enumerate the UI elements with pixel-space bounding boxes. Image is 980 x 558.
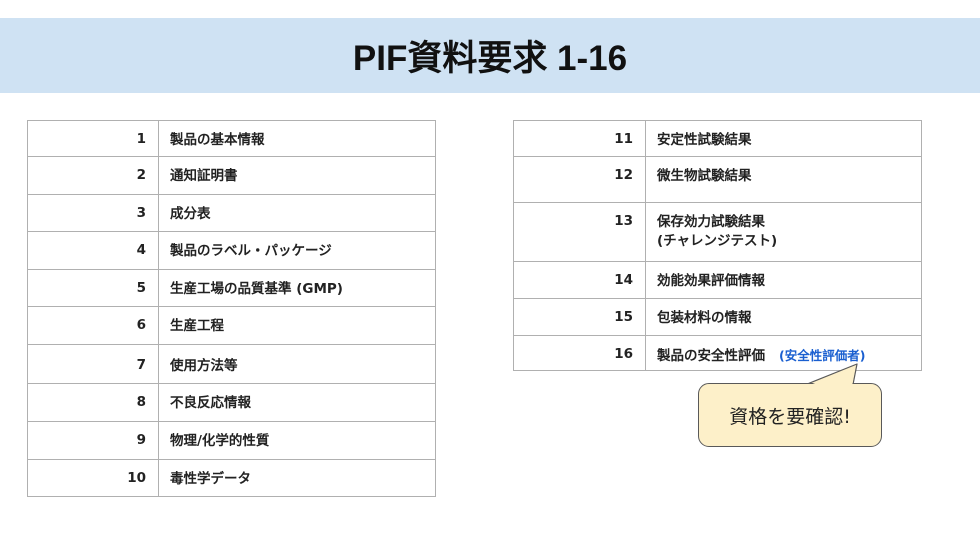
item-number: 12 xyxy=(513,156,646,203)
table-row: 1 製品の基本情報 xyxy=(27,120,436,157)
item-label: 微生物試験結果 xyxy=(645,156,922,203)
item-label-with-note: 製品の安全性評価 (安全性評価者) xyxy=(645,335,922,371)
item-label: 製品の安全性評価 xyxy=(657,348,765,364)
table-row: 12 微生物試験結果 xyxy=(513,156,922,203)
item-label: 生産工場の品質基準 (GMP) xyxy=(158,269,436,307)
table-row: 5 生産工場の品質基準 (GMP) xyxy=(27,269,436,307)
item-label: 不良反応情報 xyxy=(158,383,436,422)
title-banner: PIF資料要求 1-16 xyxy=(0,18,980,93)
item-label: 効能効果評価情報 xyxy=(645,261,922,299)
page-title: PIF資料要求 1-16 xyxy=(352,39,628,78)
table-row: 13 保存効力試験結果 (チャレンジテスト) xyxy=(513,202,922,262)
item-number: 10 xyxy=(27,459,159,497)
item-label: 生産工程 xyxy=(158,306,436,345)
item-label: 安定性試験結果 xyxy=(645,120,922,157)
item-label: 製品のラベル・パッケージ xyxy=(158,231,436,270)
item-label: 使用方法等 xyxy=(158,344,436,384)
table-row: 14 効能効果評価情報 xyxy=(513,261,922,299)
item-label: 通知証明書 xyxy=(158,156,436,195)
table-row: 10 毒性学データ xyxy=(27,459,436,497)
item-number: 7 xyxy=(27,344,159,384)
item-number: 4 xyxy=(27,231,159,270)
item-label: 物理/化学的性質 xyxy=(158,421,436,460)
item-number: 1 xyxy=(27,120,159,157)
item-number: 3 xyxy=(27,194,159,232)
item-label-multiline: 保存効力試験結果 (チャレンジテスト) xyxy=(645,202,922,262)
table-row: 16 製品の安全性評価 (安全性評価者) xyxy=(513,335,922,371)
item-number: 2 xyxy=(27,156,159,195)
item-number: 16 xyxy=(513,335,646,371)
item-number: 6 xyxy=(27,306,159,345)
item-label: 毒性学データ xyxy=(158,459,436,497)
assessor-note: (安全性評価者) xyxy=(779,348,866,363)
item-label: 成分表 xyxy=(158,194,436,232)
item-number: 5 xyxy=(27,269,159,307)
item-number: 13 xyxy=(513,202,646,262)
table-row: 7 使用方法等 xyxy=(27,344,436,384)
table-row: 3 成分表 xyxy=(27,194,436,232)
item-label: 保存効力試験結果 xyxy=(657,214,765,230)
table-row: 15 包装材料の情報 xyxy=(513,298,922,336)
item-number: 8 xyxy=(27,383,159,422)
requirements-table-left: 1 製品の基本情報 2 通知証明書 3 成分表 4 製品のラベル・パッケージ 5… xyxy=(27,120,436,497)
item-label: 包装材料の情報 xyxy=(645,298,922,336)
item-number: 9 xyxy=(27,421,159,460)
table-row: 8 不良反応情報 xyxy=(27,383,436,422)
callout-text: 資格を要確認! xyxy=(729,405,851,428)
item-number: 11 xyxy=(513,120,646,157)
requirements-table-right: 11 安定性試験結果 12 微生物試験結果 13 保存効力試験結果 (チャレンジ… xyxy=(513,120,922,371)
table-row: 6 生産工程 xyxy=(27,306,436,345)
item-label: 製品の基本情報 xyxy=(158,120,436,157)
table-row: 9 物理/化学的性質 xyxy=(27,421,436,460)
callout-bubble: 資格を要確認! xyxy=(698,383,882,447)
table-row: 4 製品のラベル・パッケージ xyxy=(27,231,436,270)
item-number: 15 xyxy=(513,298,646,336)
item-label-line2: (チャレンジテスト) xyxy=(657,233,778,249)
table-row: 11 安定性試験結果 xyxy=(513,120,922,157)
table-row: 2 通知証明書 xyxy=(27,156,436,195)
item-number: 14 xyxy=(513,261,646,299)
